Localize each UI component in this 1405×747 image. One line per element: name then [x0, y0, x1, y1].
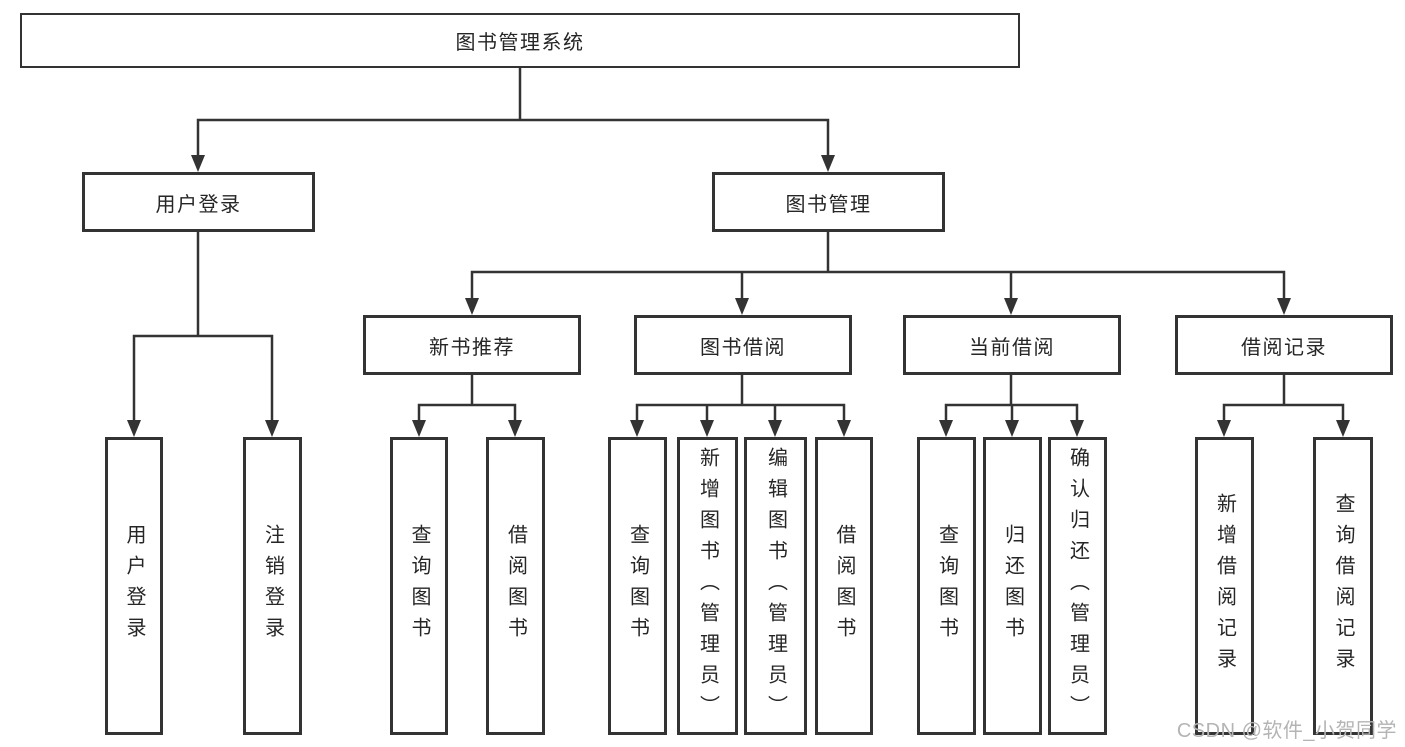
node-label: 查询图书: [935, 524, 958, 648]
connector-paths: [132, 68, 1345, 425]
node-label: 当前借阅: [969, 336, 1055, 359]
node-label: 查询图书: [626, 524, 649, 648]
leaf-borrow-books: 借阅图书: [815, 437, 873, 735]
connector-mgmt-to-sections: [470, 232, 1286, 303]
arrowhead: [821, 155, 835, 172]
node-library-management-system: 图书管理系统: [20, 13, 1020, 68]
node-book-borrowing: 图书借阅: [634, 315, 852, 375]
arrowhead: [768, 420, 782, 437]
leaf-add-books-admin: 新增图书（管理员）: [677, 437, 738, 735]
connector-recommend-to-leaves: [417, 375, 517, 425]
node-label: 归还图书: [1001, 524, 1024, 648]
arrowhead: [630, 420, 644, 437]
arrowhead: [508, 420, 522, 437]
arrowhead: [1277, 298, 1291, 315]
node-user-login: 用户登录: [82, 172, 315, 232]
node-label: 图书借阅: [700, 336, 786, 359]
leaf-return-books: 归还图书: [983, 437, 1042, 735]
arrowhead: [1217, 420, 1231, 437]
node-label: 用户登录: [155, 193, 242, 216]
arrowhead: [465, 298, 479, 315]
connector-borrow-to-leaves: [635, 375, 846, 425]
node-label: 确认归还（管理员）: [1066, 446, 1089, 726]
leaf-query-borrow-record: 查询借阅记录: [1313, 437, 1373, 735]
node-label: 新增借阅记录: [1213, 493, 1236, 679]
arrowhead: [412, 420, 426, 437]
node-label: 借阅记录: [1241, 336, 1327, 359]
arrowhead: [837, 420, 851, 437]
arrowhead: [265, 420, 279, 437]
arrowhead: [127, 420, 141, 437]
node-label: 借阅图书: [504, 524, 527, 648]
node-label: 新书推荐: [429, 336, 515, 359]
arrowhead: [939, 420, 953, 437]
node-label: 注销登录: [261, 524, 284, 648]
leaf-confirm-return-admin: 确认归还（管理员）: [1048, 437, 1107, 735]
node-label: 查询图书: [408, 524, 430, 648]
connector-login-to-leaves: [132, 232, 274, 425]
node-new-book-recommend: 新书推荐: [363, 315, 581, 375]
node-borrowing-records: 借阅记录: [1175, 315, 1393, 375]
node-label: 图书管理: [785, 193, 872, 216]
leaf-add-borrow-record: 新增借阅记录: [1195, 437, 1254, 735]
node-label: 用户登录: [123, 524, 145, 648]
arrowhead: [1070, 420, 1084, 437]
node-book-management: 图书管理: [712, 172, 945, 232]
leaf-logout: 注销登录: [243, 437, 302, 735]
leaf-query-books-current: 查询图书: [917, 437, 976, 735]
arrowhead: [1004, 298, 1018, 315]
node-label: 新增图书（管理员）: [696, 446, 719, 726]
connector-records-to-leaves: [1222, 375, 1345, 425]
leaf-query-books-borrow: 查询图书: [608, 437, 667, 735]
watermark: CSDN @软件_小贺同学: [1176, 720, 1397, 742]
leaf-query-books-recommend: 查询图书: [390, 437, 448, 735]
node-label: 编辑图书（管理员）: [764, 446, 787, 726]
arrowhead: [700, 420, 714, 437]
node-label: 借阅图书: [833, 524, 855, 648]
leaf-user-login: 用户登录: [105, 437, 163, 735]
node-label: 查询借阅记录: [1332, 493, 1354, 679]
connector-root-to-level2: [196, 68, 830, 158]
arrowhead: [191, 155, 205, 172]
arrowhead: [1336, 420, 1350, 437]
arrowhead: [1005, 420, 1019, 437]
node-current-borrowing: 当前借阅: [903, 315, 1121, 375]
arrowheads: [127, 155, 1350, 437]
node-label: 图书管理系统: [455, 32, 585, 54]
leaf-borrow-books-recommend: 借阅图书: [486, 437, 545, 735]
connector-current-to-leaves: [944, 375, 1079, 425]
arrowhead: [735, 298, 749, 315]
leaf-edit-books-admin: 编辑图书（管理员）: [744, 437, 807, 735]
